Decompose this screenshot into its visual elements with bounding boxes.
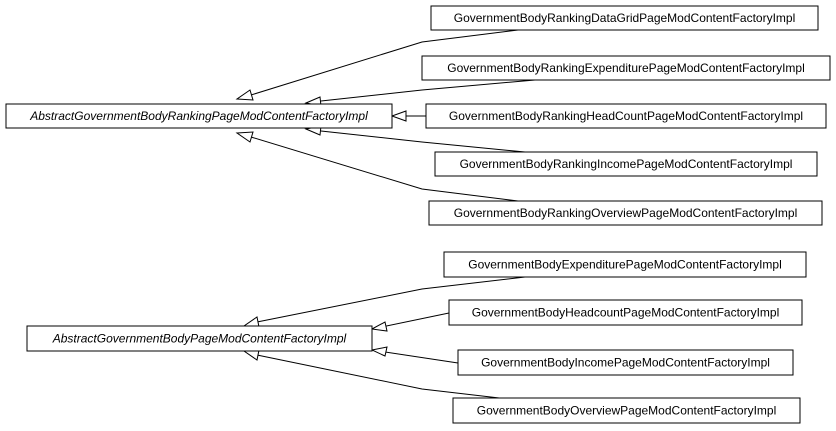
- edge-ranking-overview: [250, 136, 519, 202]
- node-ranking-expenditure-factory[interactable]: GovernmentBodyRankingExpenditurePageModC…: [421, 55, 831, 81]
- node-label: GovernmentBodyRankingOverviewPageModCont…: [454, 206, 798, 220]
- node-label: GovernmentBodyRankingExpenditurePageModC…: [447, 61, 805, 75]
- node-abstract-body-factory[interactable]: AbstractGovernmentBodyPageModContentFact…: [26, 325, 373, 352]
- inheritance-arrow-icon: [235, 89, 254, 101]
- node-ranking-datagrid-factory[interactable]: GovernmentBodyRankingDataGridPageModCont…: [430, 5, 819, 31]
- node-body-income-factory[interactable]: GovernmentBodyIncomePageModContentFactor…: [457, 349, 794, 376]
- node-label: GovernmentBodyOverviewPageModContentFact…: [477, 404, 776, 418]
- node-body-headcount-factory[interactable]: GovernmentBodyHeadcountPageModContentFac…: [448, 299, 803, 326]
- node-ranking-headcount-factory[interactable]: GovernmentBodyRankingHeadCountPageModCon…: [425, 103, 827, 129]
- node-label: GovernmentBodyIncomePageModContentFactor…: [481, 356, 770, 370]
- inheritance-arrow-icon: [235, 131, 254, 143]
- node-ranking-income-factory[interactable]: GovernmentBodyRankingIncomePageModConten…: [434, 151, 818, 177]
- node-label: GovernmentBodyRankingDataGridPageModCont…: [454, 11, 796, 25]
- node-label: AbstractGovernmentBodyPageModContentFact…: [52, 332, 347, 346]
- node-abstract-ranking-factory[interactable]: AbstractGovernmentBodyRankingPageModCont…: [5, 103, 393, 129]
- inheritance-arrow-icon: [390, 110, 407, 122]
- node-body-expenditure-factory[interactable]: GovernmentBodyExpenditurePageModContentF…: [443, 251, 807, 278]
- inheritance-arrow-icon: [370, 346, 388, 357]
- node-ranking-overview-factory[interactable]: GovernmentBodyRankingOverviewPageModCont…: [428, 200, 823, 226]
- node-body-overview-factory[interactable]: GovernmentBodyOverviewPageModContentFact…: [452, 397, 801, 424]
- edge-body-overview: [256, 354, 526, 402]
- node-label: GovernmentBodyRankingIncomePageModConten…: [460, 157, 793, 171]
- node-label: AbstractGovernmentBodyRankingPageModCont…: [29, 109, 368, 123]
- node-label: GovernmentBodyExpenditurePageModContentF…: [468, 258, 782, 272]
- edge-ranking-datagrid: [250, 29, 519, 96]
- edge-ranking-income: [320, 130, 526, 153]
- inheritance-arrow-icon: [370, 321, 388, 332]
- edge-body-expenditure: [256, 276, 526, 323]
- edge-ranking-expenditure: [320, 79, 536, 102]
- node-label: GovernmentBodyRankingHeadCountPageModCon…: [449, 109, 803, 123]
- node-label: GovernmentBodyHeadcountPageModContentFac…: [472, 306, 780, 320]
